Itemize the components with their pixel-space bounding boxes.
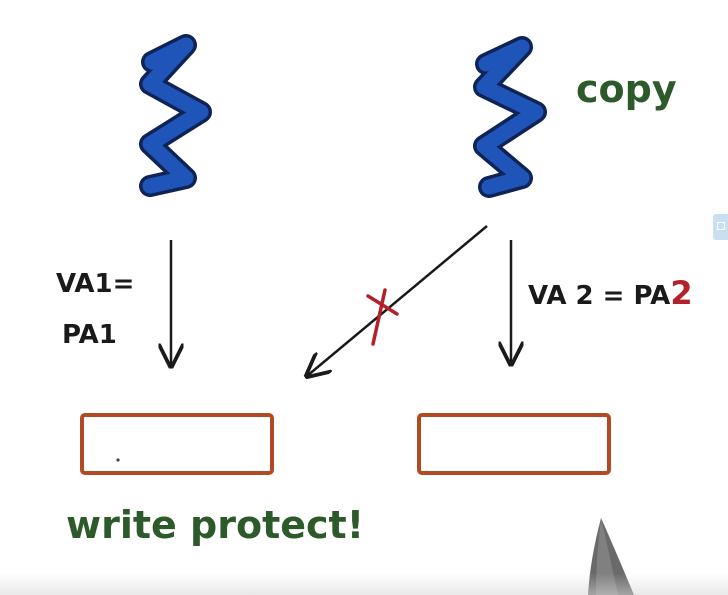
- bottom-shadow: [0, 573, 728, 595]
- physical-page-2-box: [417, 413, 611, 475]
- write-protect-label: write protect!: [66, 503, 364, 547]
- va2-label: VA 2 = PA2: [528, 274, 693, 312]
- thread-2-squiggle: [473, 36, 547, 198]
- va1-label-line1: VA1=: [56, 269, 134, 299]
- va2-label-prefix: VA 2 = PA: [528, 281, 670, 311]
- arrow-diagonal-crossed: [307, 225, 488, 376]
- thread-1-squiggle: [139, 34, 212, 197]
- copy-label: copy: [576, 67, 677, 111]
- red-cross-mark: [366, 288, 399, 346]
- physical-page-1-box: [80, 413, 274, 475]
- va1-label-line2: PA1: [62, 320, 117, 350]
- box-dot: [116, 458, 120, 462]
- side-expand-icon[interactable]: [713, 214, 728, 240]
- va2-label-suffix: 2: [670, 274, 692, 312]
